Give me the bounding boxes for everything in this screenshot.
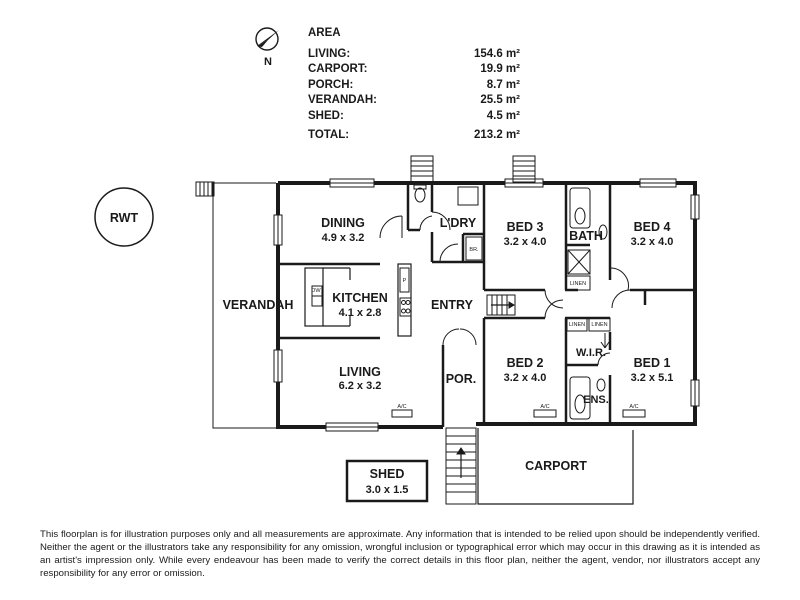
broom-label: BR.	[469, 247, 479, 253]
area-row-label: CARPORT:	[308, 63, 367, 75]
porch-name: POR.	[446, 372, 477, 386]
ac-label: A/C	[629, 404, 638, 410]
bed2-name: BED 2	[507, 356, 544, 370]
fixtures	[311, 184, 646, 420]
ac-label: A/C	[397, 404, 406, 410]
bath-name: BATH	[569, 229, 603, 243]
area-total-label: TOTAL:	[308, 129, 349, 141]
pantry-label: P	[403, 278, 407, 284]
compass-ring-icon	[255, 27, 279, 51]
ens-name: ENS.	[583, 394, 609, 406]
area-row-value: 8.7 m²	[487, 79, 520, 91]
verandah-name: VERANDAH	[223, 298, 294, 312]
bed3-name: BED 3	[507, 220, 544, 234]
kitchen-name: KITCHEN	[332, 291, 388, 305]
rainwater-tank: RWT	[94, 187, 154, 247]
carport-outline	[477, 428, 634, 505]
compass: N	[255, 27, 279, 68]
verandah-area	[212, 182, 276, 429]
laundry-name: L'DRY	[440, 216, 477, 230]
rwt-label: RWT	[110, 211, 139, 225]
dining-size: 4.9 x 3.2	[322, 232, 365, 244]
steps	[410, 155, 536, 505]
dishwasher-label: DW	[311, 288, 321, 294]
bed1-size: 3.2 x 5.1	[631, 372, 674, 384]
steps-verandah	[195, 181, 215, 197]
room-labels: DINING 4.9 x 3.2 KITCHEN 4.1 x 2.8 LIVIN…	[223, 216, 674, 473]
area-row-label: VERANDAH:	[308, 94, 377, 106]
windows	[273, 178, 700, 432]
bed1-name: BED 1	[634, 356, 671, 370]
area-row-value: 19.9 m²	[480, 63, 520, 75]
bed2-size: 3.2 x 4.0	[504, 372, 547, 384]
area-total-value: 213.2 m²	[474, 129, 520, 141]
linen-label: LINEN	[591, 322, 607, 328]
dining-name: DINING	[321, 216, 365, 230]
carport-name: CARPORT	[525, 459, 587, 473]
doors	[379, 211, 631, 366]
shed-name: SHED	[370, 467, 405, 481]
area-row-value: 4.5 m²	[487, 110, 520, 122]
compass-needle-icon	[257, 30, 279, 46]
compass-north-label: N	[264, 56, 272, 68]
linen-label: LINEN	[570, 281, 586, 287]
shed: SHED 3.0 x 1.5	[345, 459, 429, 503]
interior-walls	[278, 183, 695, 427]
linen-label: LINEN	[569, 322, 585, 328]
area-heading: AREA	[308, 27, 341, 39]
wir-name: W.I.R.	[576, 347, 606, 359]
area-row-label: LIVING:	[308, 48, 350, 60]
area-row-label: PORCH:	[308, 79, 353, 91]
bed4-name: BED 4	[634, 220, 671, 234]
disclaimer-text: This floorplan is for illustration purpo…	[40, 529, 760, 579]
fixture-labels: BR. DW P LINEN LINEN LINEN A/C A/C A/C	[311, 247, 638, 410]
living-name: LIVING	[339, 365, 381, 379]
area-table: AREA LIVING: 154.6 m² CARPORT: 19.9 m² P…	[308, 27, 520, 141]
shed-size: 3.0 x 1.5	[366, 484, 409, 496]
area-row-value: 25.5 m²	[480, 94, 520, 106]
entry-name: ENTRY	[431, 298, 474, 312]
bed4-size: 3.2 x 4.0	[631, 236, 674, 248]
living-size: 6.2 x 3.2	[339, 380, 382, 392]
area-row-value: 154.6 m²	[474, 48, 520, 60]
bed3-size: 3.2 x 4.0	[504, 236, 547, 248]
kitchen-size: 4.1 x 2.8	[339, 307, 382, 319]
ac-label: A/C	[540, 404, 549, 410]
area-row-label: SHED:	[308, 110, 344, 122]
